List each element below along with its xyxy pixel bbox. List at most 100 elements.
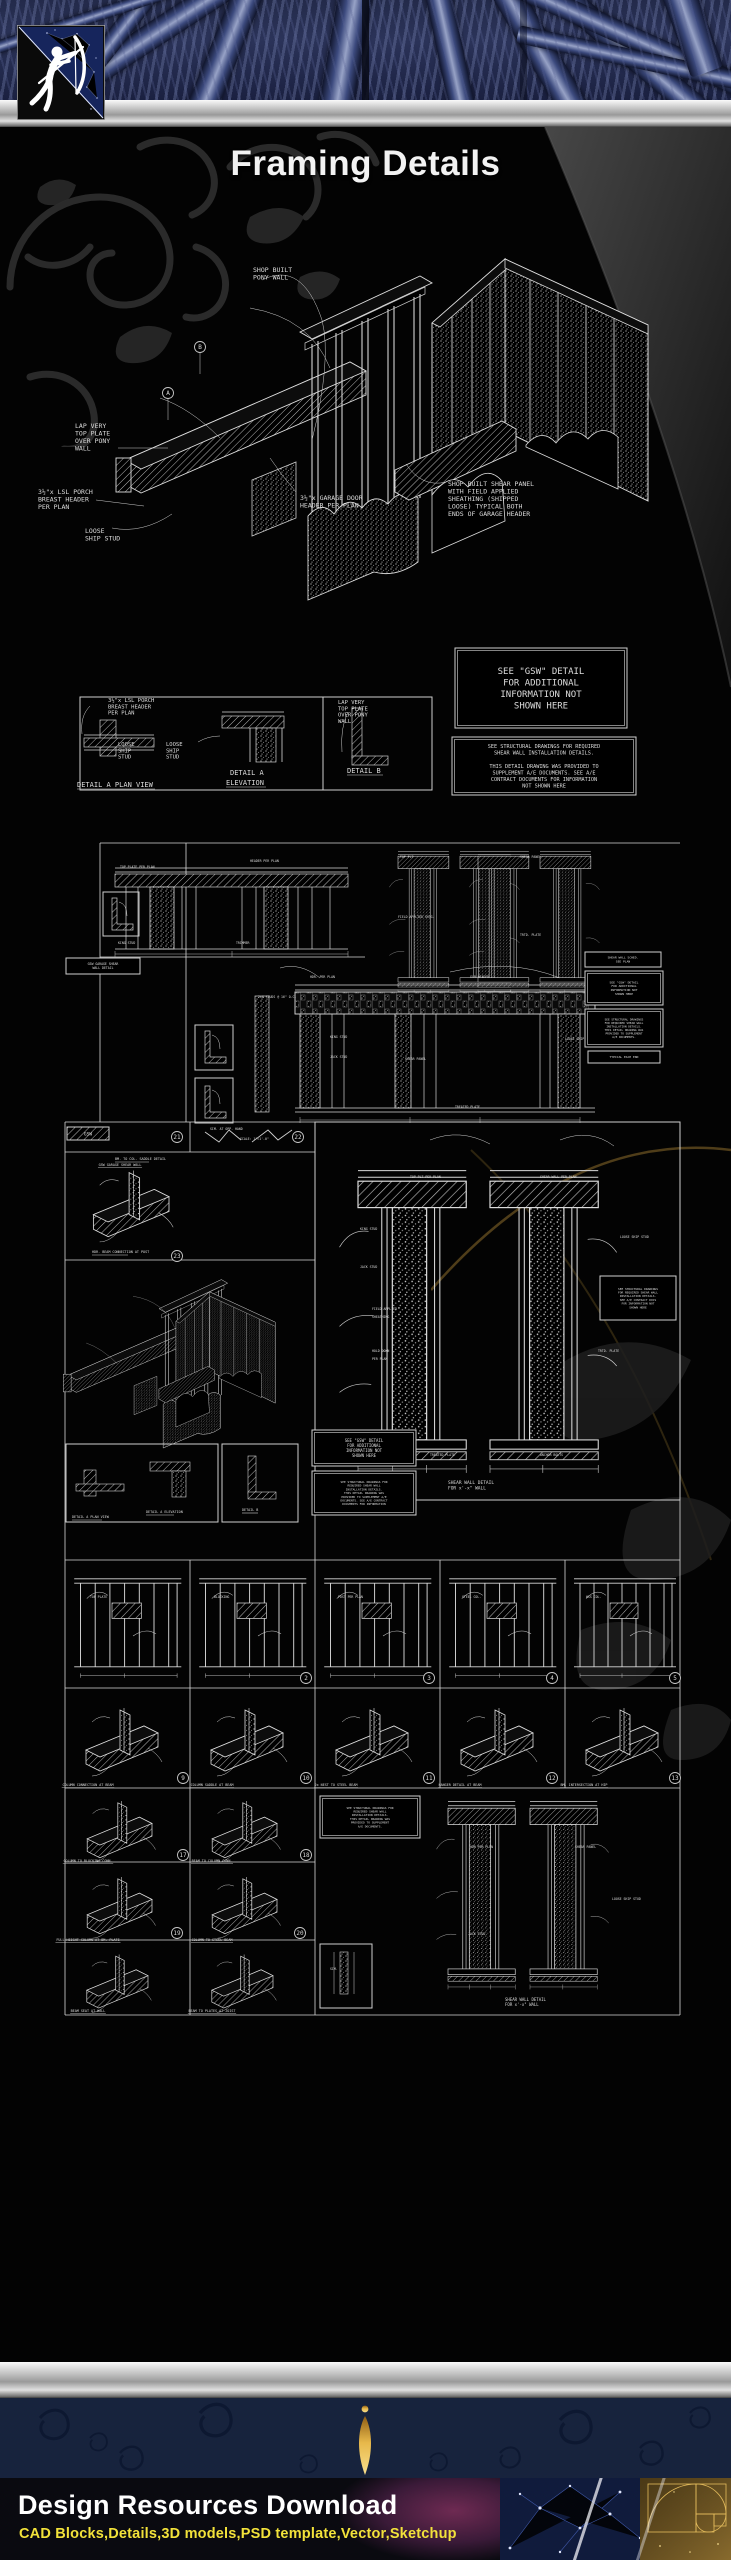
- svg-text:INFORMATION NOT: INFORMATION NOT: [346, 1448, 383, 1453]
- svg-text:5: 5: [673, 1675, 677, 1682]
- cad-detail-badge: 17: [177, 1849, 189, 1861]
- svg-text:SHOWN HERE: SHOWN HERE: [352, 1453, 377, 1458]
- svg-text:22: 22: [294, 1134, 302, 1141]
- svg-text:SHOWN HERE: SHOWN HERE: [514, 702, 568, 712]
- svg-text:PROVIDED TO SUPPLEMENT A/E: PROVIDED TO SUPPLEMENT A/E: [341, 1495, 387, 1499]
- footer-subtitle: CAD Blocks,Details,3D models,PSD templat…: [19, 2526, 457, 2542]
- svg-text:A: A: [166, 390, 170, 397]
- cad-detail-badge: 23: [171, 1250, 183, 1262]
- cad-micro-label: TOP PLT: [400, 855, 414, 859]
- cad-cell-caption: GSW GARAGE SHEAR WALL: [99, 1163, 142, 1167]
- cad-micro-label: SIM.: [330, 1967, 338, 1971]
- cad-micro-label: PER PLAN: [372, 1357, 387, 1361]
- svg-text:INSTALLATION DETAILS.: INSTALLATION DETAILS.: [606, 1024, 642, 1028]
- cad-cell-caption: COLUMN TO BLOCKING CONN.: [64, 1859, 113, 1863]
- banner-seam: [520, 0, 527, 100]
- svg-text:11: 11: [425, 1775, 433, 1782]
- cad-label: ELEVATION: [226, 779, 264, 787]
- cad-micro-label: JACK STUD: [468, 1932, 485, 1936]
- svg-text:INSTALLATION DETAILS.: INSTALLATION DETAILS.: [352, 1813, 389, 1817]
- cad-label: DETAIL A PLAN VIEW: [72, 1515, 110, 1519]
- cad-detail-badge: 18: [300, 1849, 312, 1861]
- cad-label: DETAIL A PLAN VIEW: [77, 781, 154, 789]
- svg-text:THIS DETAIL DRAWING WAS: THIS DETAIL DRAWING WAS: [344, 1491, 384, 1495]
- detail-strip: [79, 696, 433, 791]
- svg-text:SEE STRUCTURAL DRAWINGS FOR: SEE STRUCTURAL DRAWINGS FOR: [347, 1806, 394, 1810]
- archer-figure: [29, 35, 86, 112]
- svg-text:INFORMATION NOT: INFORMATION NOT: [500, 690, 582, 700]
- cad-micro-label: KING STUD: [118, 941, 135, 945]
- banner-seam: [362, 0, 369, 100]
- cad-micro-label: POST PER PLAN: [338, 1595, 363, 1599]
- svg-text:WALL DETAIL: WALL DETAIL: [92, 966, 113, 970]
- svg-text:SEE STRUCTURAL DRAWINGS FOR: SEE STRUCTURAL DRAWINGS FOR: [341, 1480, 388, 1484]
- sheet-d: [63, 1121, 681, 2016]
- svg-text:PROVIDED TO SUPPLEMENT: PROVIDED TO SUPPLEMENT: [605, 1031, 642, 1035]
- cad-detail-badge: 9: [177, 1772, 189, 1784]
- svg-text:TYPICAL EACH END: TYPICAL EACH END: [610, 1055, 639, 1059]
- cad-cell-caption: BEAM TO PLATES AT JOIST: [189, 2009, 236, 2013]
- cad-micro-label: SHEAR PANEL: [520, 855, 541, 859]
- navy-band-art: [0, 2398, 731, 2478]
- silver-divider-top: [0, 100, 731, 127]
- cad-label: HDR. BEAM CONNECTION AT POST: [92, 1250, 149, 1254]
- cad-micro-label: KING STUD: [330, 1035, 347, 1039]
- cad-micro-label: TOP PLATE PER PLAN: [120, 865, 155, 869]
- cad-detail-badge: 20: [294, 1927, 306, 1939]
- svg-text:INFORMATION NOT: INFORMATION NOT: [610, 988, 637, 992]
- svg-text:21: 21: [173, 1134, 181, 1141]
- svg-text:FOR ADDITIONAL: FOR ADDITIONAL: [503, 679, 579, 689]
- cad-cell-caption: 2x NEST TO STEEL BEAM: [315, 1783, 358, 1787]
- svg-text:FOR REQUIRED SHEAR WALL: FOR REQUIRED SHEAR WALL: [605, 1021, 644, 1025]
- cad-detail-badge: 4: [546, 1672, 558, 1684]
- svg-text:SHOWN HERE: SHOWN HERE: [629, 1305, 647, 1309]
- silver-divider-bottom: [0, 2362, 731, 2398]
- garage-elevation: [114, 867, 349, 957]
- svg-text:SHEAR WALL INSTALLATION DETAIL: SHEAR WALL INSTALLATION DETAILS.: [494, 751, 594, 757]
- detail-a-plan: [81, 705, 155, 757]
- cad-micro-label: TREATED PLATE: [455, 1105, 480, 1109]
- zigzag-sketch: [204, 1129, 293, 1143]
- svg-text:A/E DOCUMENTS.: A/E DOCUMENTS.: [612, 1035, 636, 1039]
- svg-text:9: 9: [181, 1775, 185, 1782]
- detail-b: [341, 707, 389, 766]
- svg-text:INSTALLATION DETAILS.: INSTALLATION DETAILS.: [346, 1487, 383, 1491]
- cad-detail-badge: 13: [669, 1772, 681, 1784]
- page-title: Framing Details: [230, 144, 501, 183]
- cad-label: DETAIL B: [347, 767, 381, 775]
- svg-text:THIS DETAIL DRAWING WAS: THIS DETAIL DRAWING WAS: [350, 1817, 390, 1821]
- svg-text:THIS DETAIL DRAWING WAS: THIS DETAIL DRAWING WAS: [605, 1028, 644, 1032]
- network-image: [500, 2478, 650, 2560]
- cad-cell-caption: COLUMN TO STEEL BEAM: [192, 1938, 233, 1942]
- cad-micro-label: SHEAR PANEL: [405, 1057, 426, 1061]
- svg-text:20: 20: [296, 1930, 304, 1937]
- cad-cell-caption: BEAM TO COLUMN CONN.: [192, 1859, 233, 1863]
- cad-cell-caption: FULL HEIGHT COLUMN AT BM. PLATE: [56, 1938, 119, 1942]
- wide-elevation: [254, 966, 596, 1123]
- svg-text:4: 4: [550, 1675, 554, 1682]
- footer: Design Resources Download CAD Blocks,Det…: [0, 2478, 731, 2560]
- svg-text:17: 17: [179, 1852, 187, 1859]
- cad-detail-badge: 2: [300, 1672, 312, 1684]
- cad-micro-label: TOP PLT PER PLAN: [410, 1175, 441, 1179]
- cad-micro-label: JACK STUD: [330, 1055, 347, 1059]
- cad-detail-badge: A: [162, 387, 174, 399]
- cad-micro-label: TRTD. PLATE: [598, 1349, 619, 1353]
- cad-detail-badge: 22: [292, 1131, 304, 1143]
- svg-text:SEE STRUCTURAL DRAWINGS: SEE STRUCTURAL DRAWINGS: [605, 1017, 644, 1021]
- cad-detail-badge: B: [194, 341, 206, 353]
- cad-micro-label: SHEAR PANEL: [575, 1845, 596, 1849]
- gold-flourish: [359, 2405, 371, 2475]
- hero-isometric: [95, 257, 650, 601]
